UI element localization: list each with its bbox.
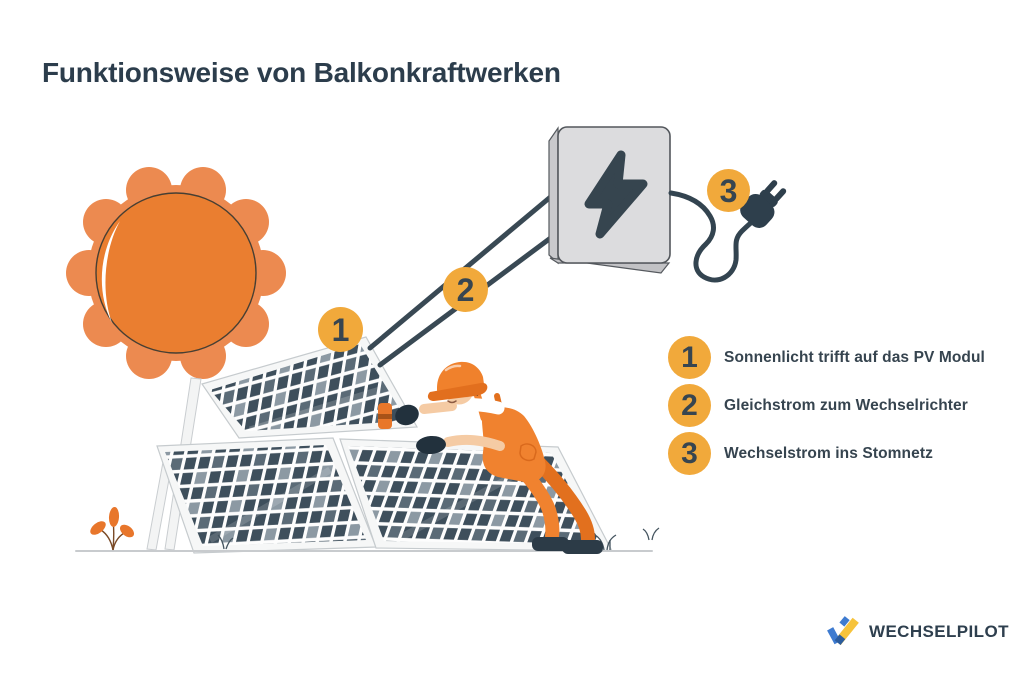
legend-step-3: 3 Wechselstrom ins Stomnetz — [668, 432, 985, 475]
legend-badge-2: 2 — [668, 384, 711, 427]
legend-badge-1: 1 — [668, 336, 711, 379]
power-plug-icon — [740, 180, 787, 228]
wechselpilot-check-icon — [827, 616, 859, 646]
ac-cable — [668, 190, 758, 283]
legend-badge-3: 3 — [668, 432, 711, 475]
solar-panel-left — [156, 437, 377, 554]
diagram-step-badge-2: 2 — [443, 267, 488, 312]
worker-illustration — [378, 361, 603, 554]
page-title: Funktionsweise von Balkonkraftwerken — [42, 56, 561, 88]
legend-label-3: Wechselstrom ins Stomnetz — [724, 444, 933, 462]
legend-step-1: 1 Sonnenlicht trifft auf das PV Modul — [668, 336, 985, 379]
diagram-step-badge-1: 1 — [318, 307, 363, 352]
diagram-step-badge-3: 3 — [707, 169, 750, 212]
legend-step-2: 2 Gleichstrom zum Wechselrichter — [668, 384, 985, 427]
steps-legend: 1 Sonnenlicht trifft auf das PV Modul 2 … — [668, 336, 985, 475]
brand-logo: WECHSELPILOT — [826, 612, 1009, 652]
lightning-bolt-icon — [584, 150, 648, 239]
legend-label-1: Sonnenlicht trifft auf das PV Modul — [724, 348, 985, 366]
brand-name: WECHSELPILOT — [869, 622, 1009, 641]
legend-label-2: Gleichstrom zum Wechselrichter — [724, 396, 968, 414]
plant-decoration — [90, 507, 660, 551]
sun-icon — [66, 167, 286, 379]
solar-panel-top — [201, 336, 418, 439]
drill-tool — [378, 403, 392, 429]
inverter-box — [548, 126, 671, 274]
